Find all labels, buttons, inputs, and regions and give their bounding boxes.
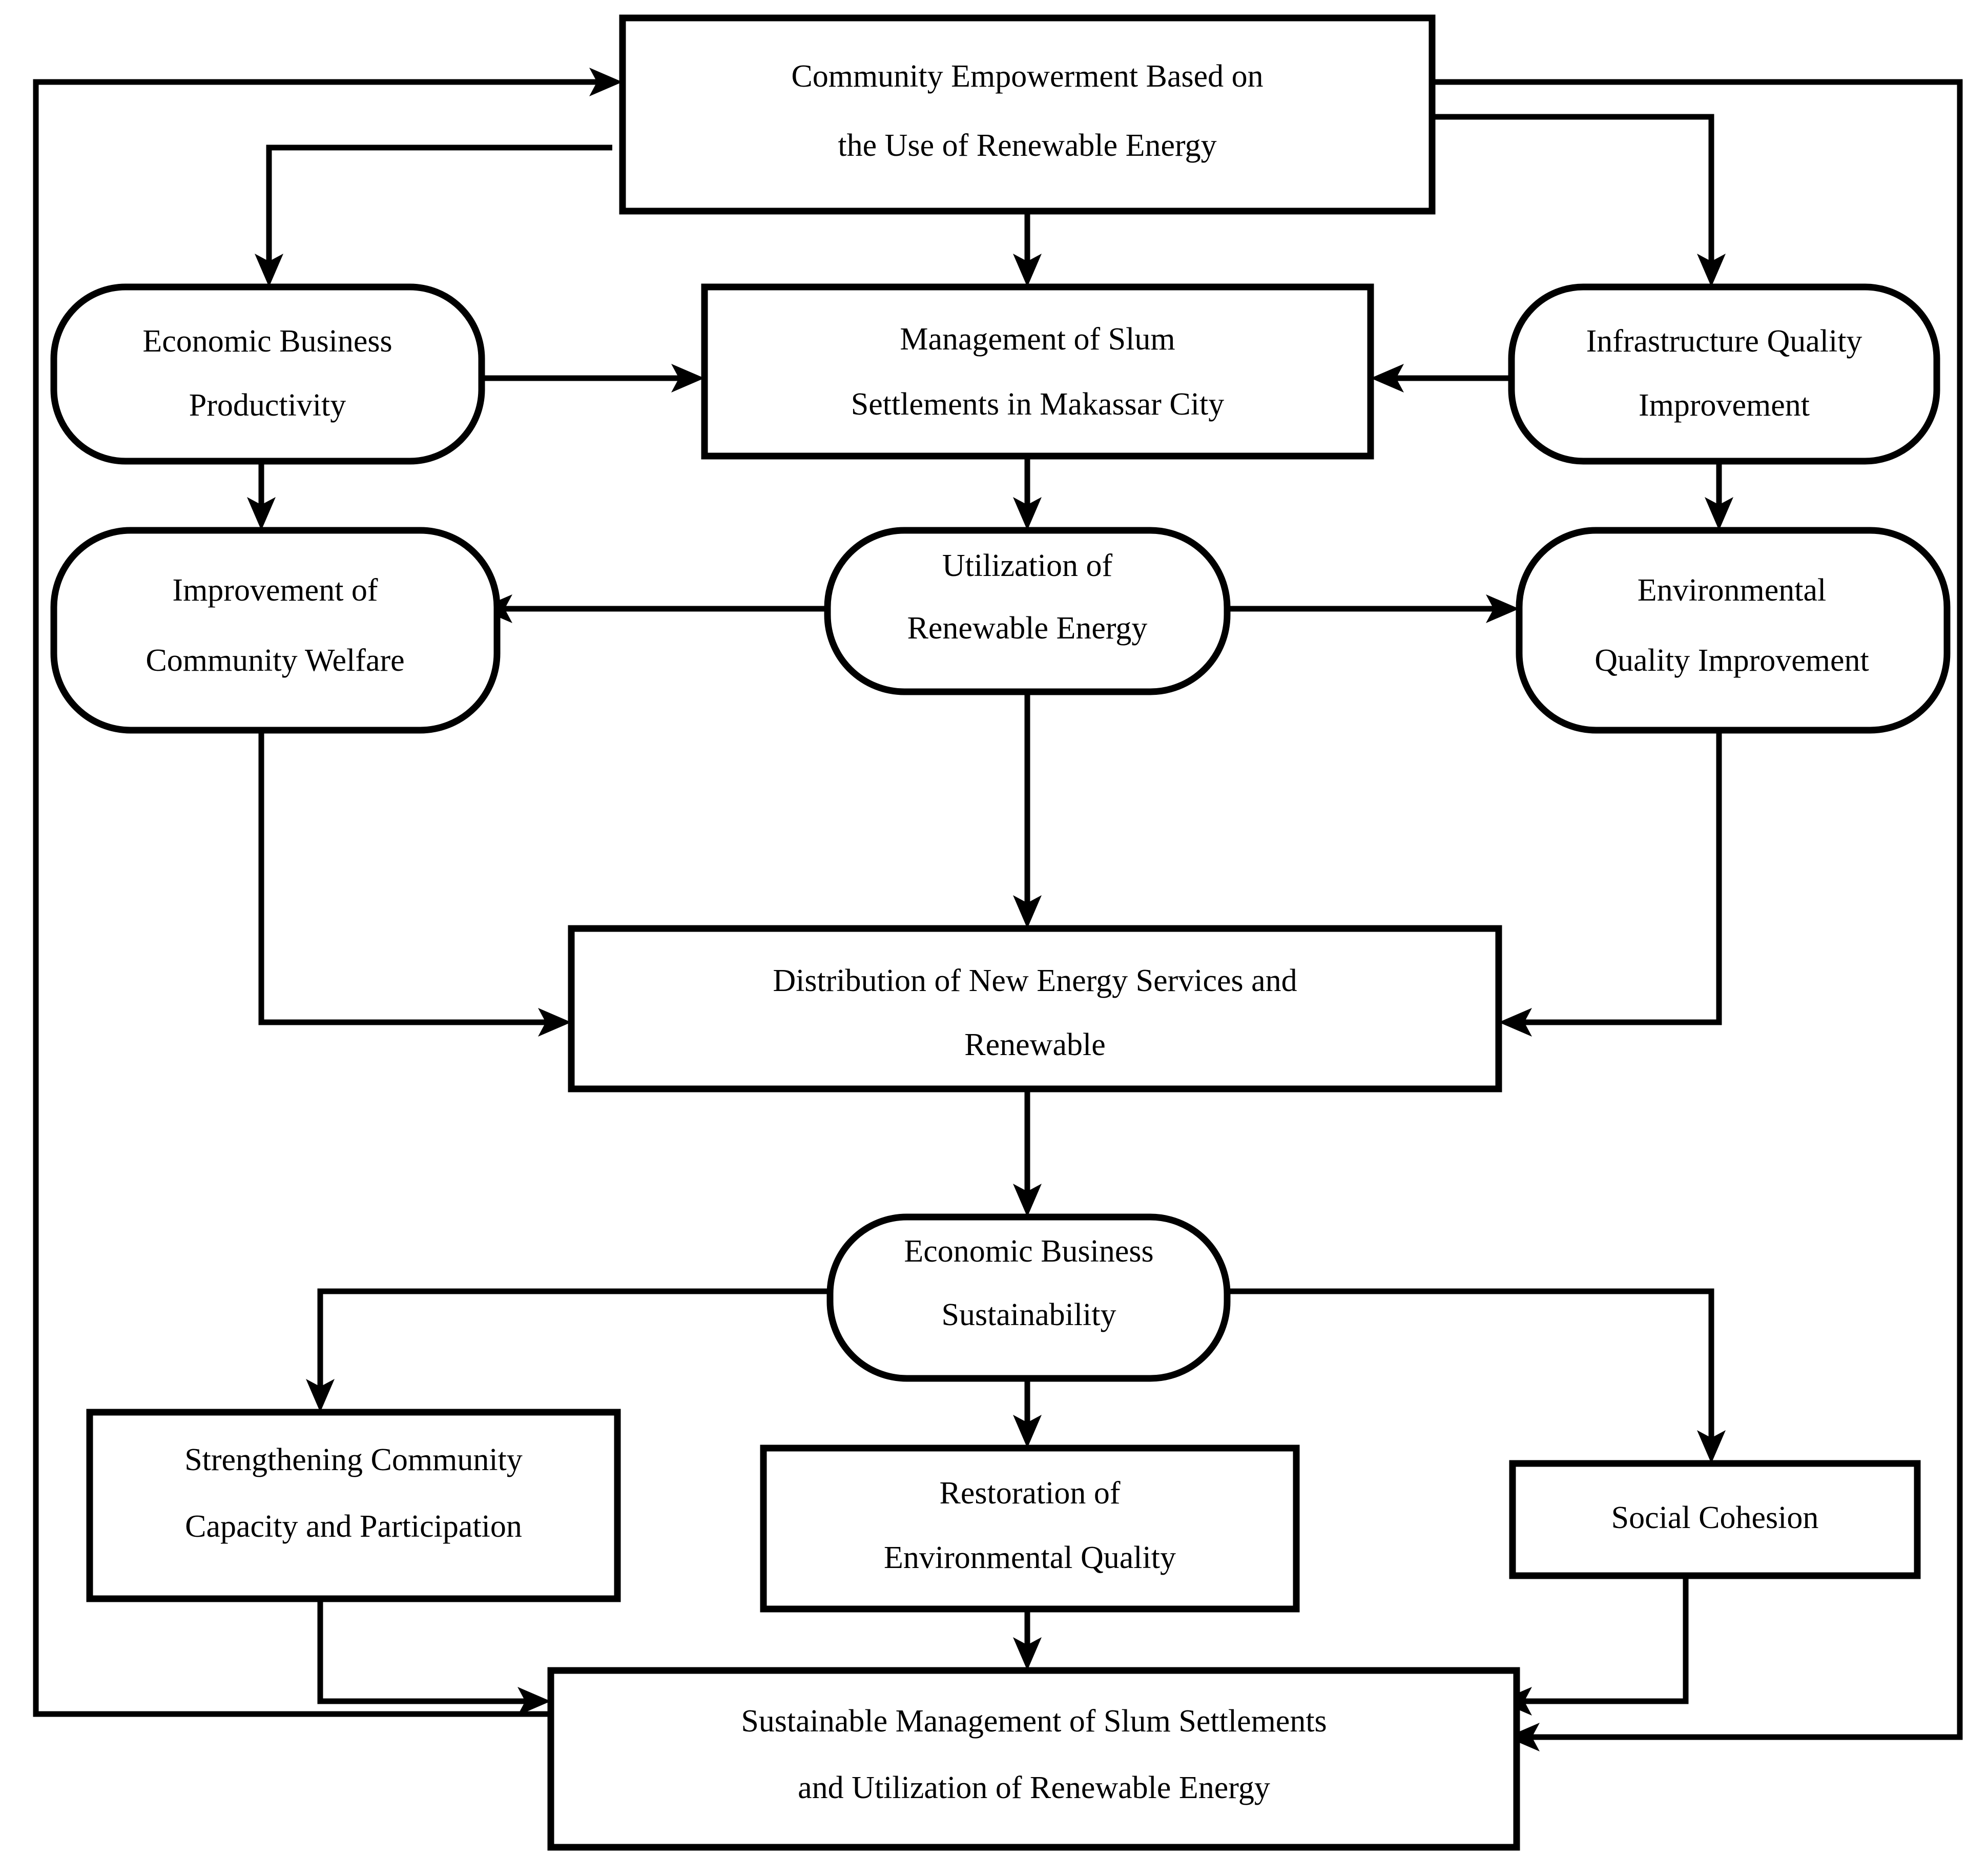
- edge-environmental-quality-to-distribution: [1499, 730, 1722, 1037]
- node-label-line-2: Settlements in Makassar City: [851, 387, 1224, 422]
- node-label-line-2: Renewable: [964, 1027, 1105, 1062]
- node-label-line-1: Infrastructure Quality: [1586, 324, 1862, 359]
- node-label-line-1: Economic Business: [142, 324, 392, 359]
- node-label-line-2: Quality Improvement: [1594, 643, 1869, 678]
- node-economic-business-sustainability[interactable]: Economic Business Sustainability: [826, 1213, 1231, 1382]
- edge-sustainability-to-strengthening-capacity: [306, 1288, 830, 1412]
- edge-sustainability-to-restoration: [1013, 1378, 1042, 1448]
- node-label-line-2: Capacity and Participation: [185, 1509, 522, 1544]
- edge-sustainability-to-social-cohesion: [1227, 1288, 1726, 1463]
- node-community-empowerment[interactable]: Community Empowerment Based on the Use o…: [619, 14, 1436, 215]
- node-label-line-2: Community Welfare: [146, 643, 404, 678]
- node-label-line-1: Improvement of: [172, 573, 378, 608]
- edge-utilization-to-distribution: [1013, 692, 1042, 928]
- node-label-line-1: Utilization of: [942, 548, 1113, 583]
- edge-management-to-utilization: [1013, 456, 1042, 530]
- node-label-line-1: Strengthening Community: [184, 1442, 523, 1477]
- node-environmental-quality-improvement[interactable]: Environmental Quality Improvement: [1516, 527, 1951, 734]
- node-label-line-1: Restoration of: [940, 1476, 1121, 1511]
- edge-community-empowerment-to-infrastructure-quality-improvement: [1432, 114, 1726, 287]
- edge-distribution-to-sustainability: [1013, 1089, 1042, 1217]
- node-economic-business-productivity[interactable]: Economic Business Productivity: [50, 283, 485, 465]
- node-label-line-1: Management of Slum: [900, 322, 1175, 357]
- edge-economic-business-productivity-to-management: [482, 364, 705, 393]
- node-strengthening-community-capacity[interactable]: Strengthening Community Capacity and Par…: [86, 1409, 621, 1602]
- node-distribution-of-new-energy-services[interactable]: Distribution of New Energy Services and …: [568, 925, 1502, 1092]
- edge-utilization-to-environmental-quality: [1227, 594, 1519, 623]
- edge-community-empowerment-to-economic-business-productivity: [255, 145, 612, 287]
- node-label-line-2: and Utilization of Renewable Energy: [798, 1770, 1270, 1805]
- node-sustainable-management-of-slum-settlements[interactable]: Sustainable Management of Slum Settlemen…: [547, 1667, 1520, 1851]
- edge-community-empowerment-to-sustainable-management: [1432, 79, 1963, 1751]
- node-improvement-of-community-welfare[interactable]: Improvement of Community Welfare: [50, 527, 501, 734]
- node-label-line-2: Productivity: [189, 388, 346, 423]
- edge-strengthening-capacity-to-sustainable-management: [317, 1599, 551, 1716]
- node-label-line-1: Environmental: [1638, 573, 1826, 608]
- edge-economic-business-productivity-to-welfare: [247, 461, 276, 530]
- edge-community-empowerment-to-management-of-slum-settlements: [1013, 211, 1042, 287]
- edge-social-cohesion-to-sustainable-management: [1499, 1576, 1689, 1716]
- node-label-line-2: Renewable Energy: [907, 611, 1148, 646]
- edge-sustainable-management-to-community-empowerment: [33, 68, 623, 1717]
- node-label-line-2: Improvement: [1639, 388, 1810, 423]
- node-management-of-slum-settlements[interactable]: Management of Slum Settlements in Makass…: [701, 283, 1374, 460]
- node-label-line-1: Economic Business: [904, 1234, 1153, 1269]
- node-label-line-1: Sustainable Management of Slum Settlemen…: [741, 1704, 1327, 1739]
- node-label-line-2: the Use of Renewable Energy: [838, 128, 1216, 163]
- node-label-line-1: Distribution of New Energy Services and: [773, 963, 1297, 998]
- edge-utilization-to-welfare: [479, 594, 827, 623]
- edge-welfare-to-distribution: [258, 730, 571, 1037]
- node-label-line-2: Sustainability: [942, 1297, 1116, 1332]
- node-restoration-of-environmental-quality[interactable]: Restoration of Environmental Quality: [760, 1445, 1300, 1613]
- edge-restoration-to-sustainable-management: [1013, 1609, 1042, 1670]
- node-utilization-of-renewable-energy[interactable]: Utilization of Renewable Energy: [824, 527, 1231, 695]
- edge-infrastructure-to-management: [1371, 364, 1511, 393]
- node-label-line-2: Environmental Quality: [884, 1540, 1176, 1575]
- edge-infrastructure-to-environmental-quality: [1705, 461, 1733, 530]
- node-social-cohesion[interactable]: Social Cohesion: [1509, 1460, 1921, 1579]
- node-infrastructure-quality-improvement[interactable]: Infrastructure Quality Improvement: [1508, 283, 1940, 465]
- node-label-line-1: Social Cohesion: [1611, 1500, 1819, 1535]
- node-label-line-1: Community Empowerment Based on: [791, 59, 1263, 94]
